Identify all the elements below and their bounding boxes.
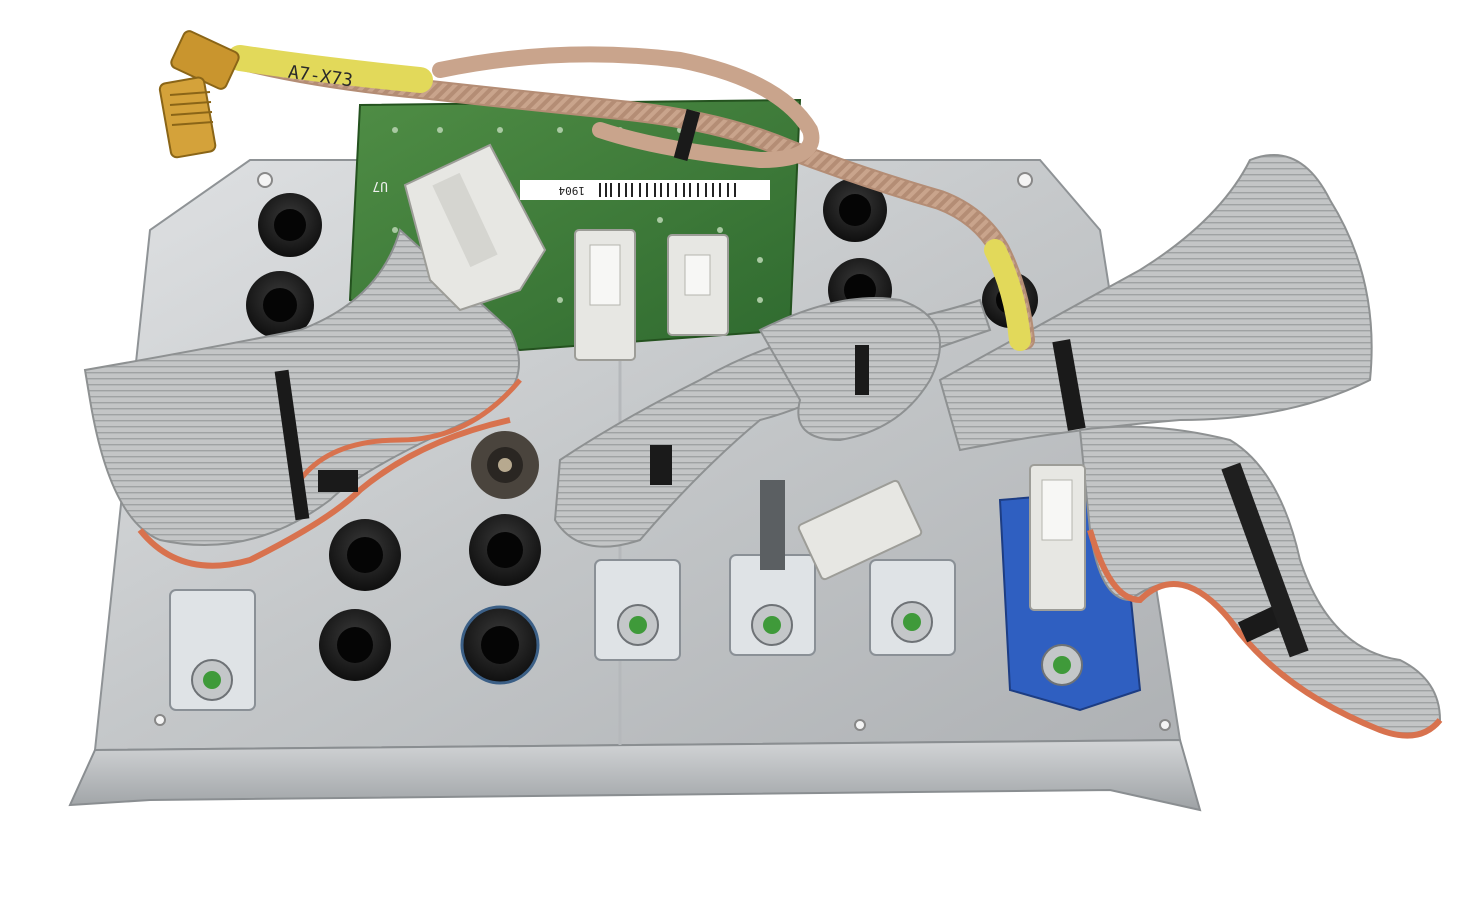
grommet	[258, 193, 322, 257]
bnc-connector	[471, 431, 539, 499]
mount-hole	[854, 719, 866, 731]
grommet	[246, 271, 314, 339]
grommet	[460, 605, 540, 685]
ribbon-cable-left	[83, 228, 522, 569]
connector-bracket	[594, 559, 681, 661]
ribbon-cable-center	[553, 297, 992, 548]
idc-connector	[574, 229, 636, 361]
mount-hole	[257, 172, 273, 188]
cable-tie	[318, 470, 358, 492]
connector-bracket	[729, 480, 816, 656]
ribbon-cable-right	[938, 154, 1443, 739]
grommet	[823, 178, 887, 242]
idc-connector	[797, 479, 923, 581]
grommet-row	[233, 178, 1038, 685]
idc-connector	[667, 234, 729, 336]
cable-tie	[673, 109, 701, 161]
idc-connector	[1029, 464, 1086, 611]
mount-hole	[1017, 172, 1033, 188]
pcb-code-text: 1904	[558, 184, 585, 197]
connector-bracket	[169, 589, 256, 711]
idc-connector-row	[403, 143, 1086, 611]
cable-tie	[650, 445, 672, 485]
mount-hole	[1159, 719, 1171, 731]
connector-bracket	[869, 559, 956, 656]
grommet	[319, 609, 391, 681]
coax-cable: A7-X73	[227, 45, 1035, 351]
pcb-marking-text: U7	[372, 178, 388, 193]
mount-hole	[154, 714, 166, 726]
cable-tie	[274, 369, 310, 521]
grommet	[329, 519, 401, 591]
cable-tie	[1052, 339, 1086, 431]
cable-tie	[855, 345, 869, 395]
sma-connector	[158, 30, 240, 159]
grommet	[469, 514, 541, 586]
idc-connector	[403, 143, 547, 312]
